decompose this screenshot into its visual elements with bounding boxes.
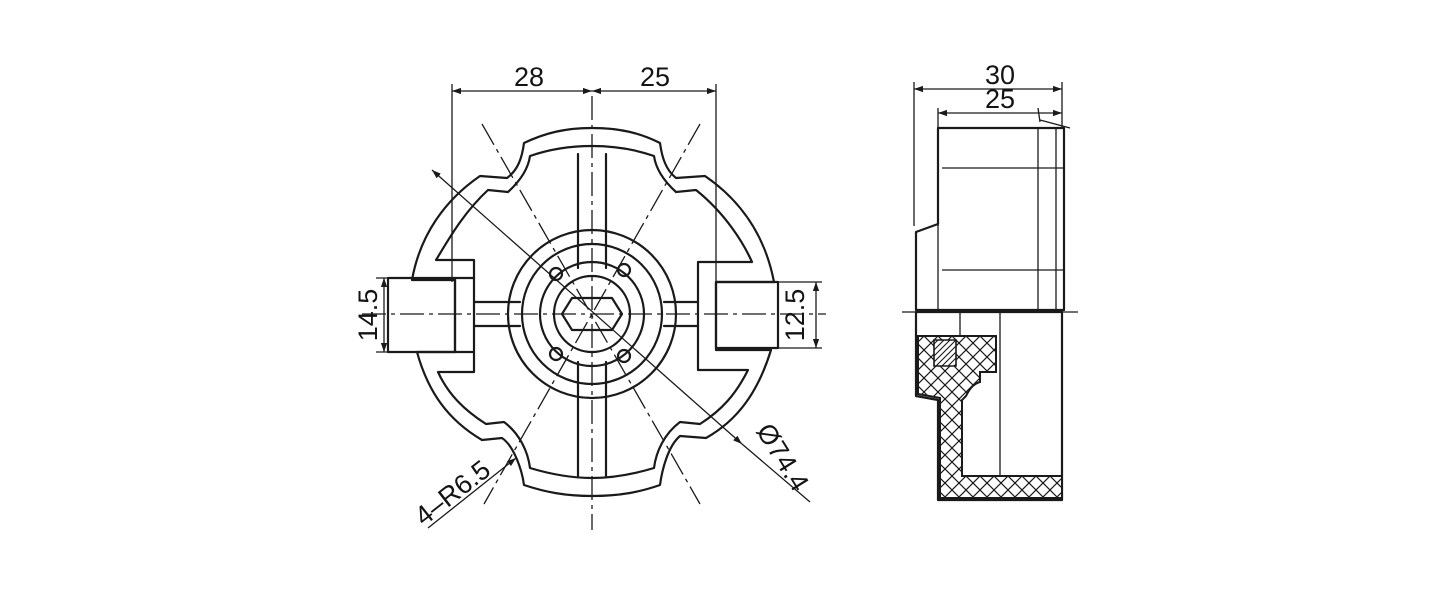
dim-text-28: 28 — [514, 62, 544, 92]
side-section-insert — [933, 339, 957, 367]
right-lug — [714, 280, 780, 350]
radius-leader — [427, 457, 517, 529]
side-section-hatch — [917, 335, 1063, 499]
side-lower-body — [914, 310, 1064, 502]
dim-text-25: 25 — [640, 62, 670, 92]
front-view: 28 25 14.5 12.5 Ø74.4 4–R6.5 — [353, 62, 826, 532]
side-view: 30 25 — [902, 60, 1080, 502]
front-outer-outline — [410, 126, 776, 498]
front-inner-rim — [434, 144, 754, 480]
dim-text-14-5: 14.5 — [353, 289, 383, 342]
dim-text-12-5: 12.5 — [780, 289, 810, 342]
dim-text-side-25: 25 — [985, 84, 1015, 114]
dim-text-radius: 4–R6.5 — [409, 454, 496, 531]
dim-text-30: 30 — [985, 60, 1015, 90]
dim-text-diameter: Ø74.4 — [750, 418, 814, 496]
left-lug — [386, 276, 457, 354]
diameter-leader — [431, 169, 743, 445]
